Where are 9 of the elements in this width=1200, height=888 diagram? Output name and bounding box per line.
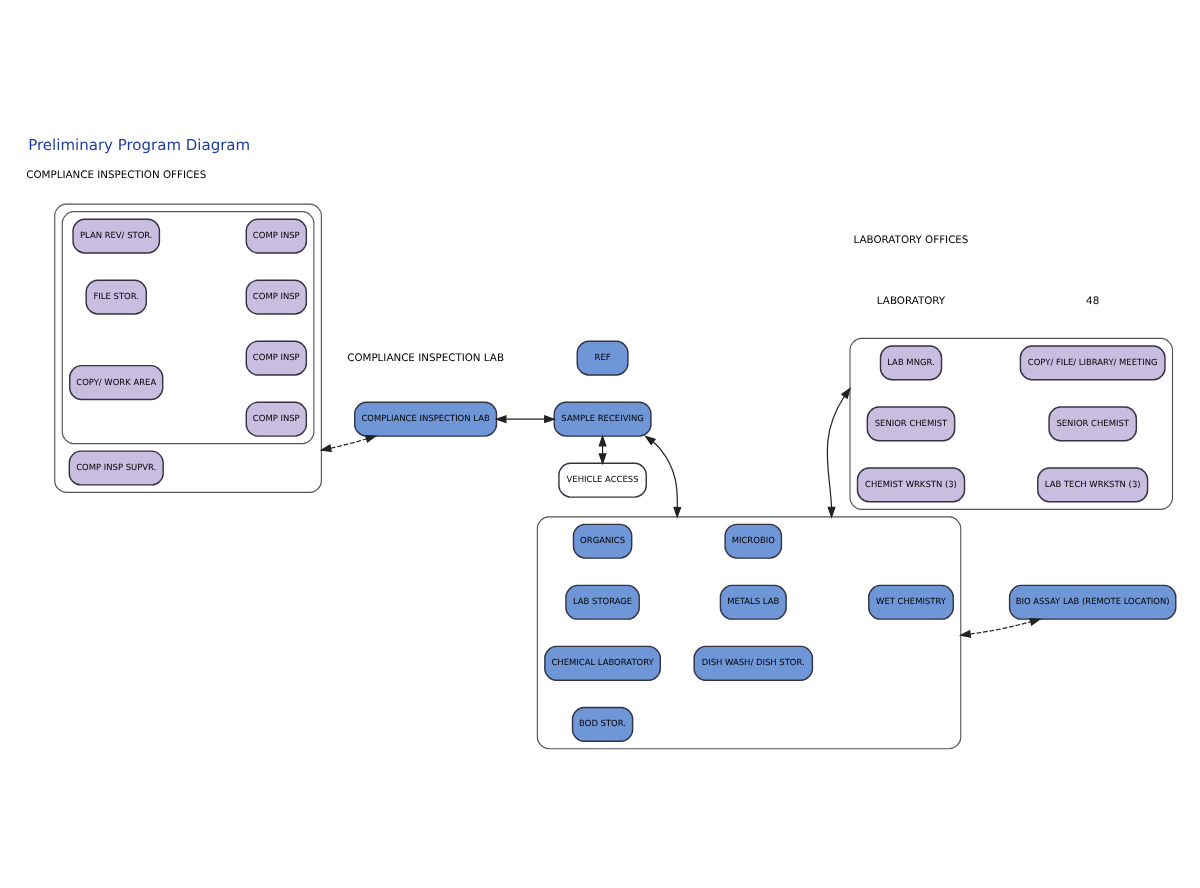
- cluster: [536, 515, 962, 749]
- arrow: [958, 616, 1042, 638]
- arrow: [826, 386, 852, 518]
- cluster: [849, 336, 1174, 509]
- arrow: [494, 414, 556, 423]
- arrow: [644, 434, 682, 518]
- arrow: [319, 434, 378, 452]
- cluster: [61, 210, 315, 444]
- cluster: [54, 202, 322, 492]
